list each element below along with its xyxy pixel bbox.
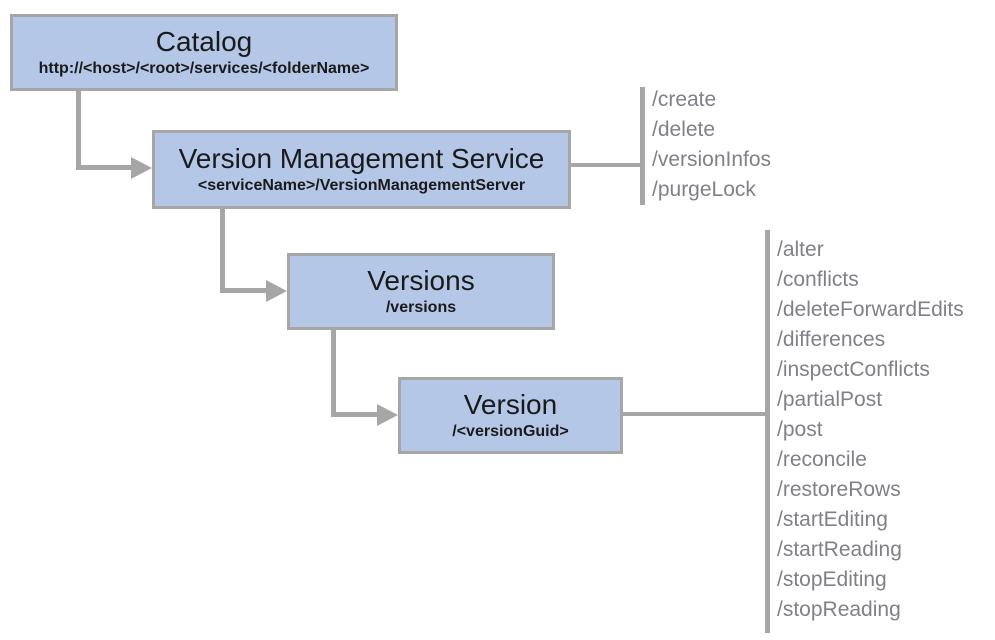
connector-version-operations [623, 412, 766, 416]
operation-item: /startReading [777, 538, 902, 561]
vms-operations-bar [640, 87, 645, 205]
connector-vms-versions-vertical [220, 209, 225, 293]
operation-item: /deleteForwardEdits [777, 298, 964, 321]
catalog-node: Catalog http://<host>/<root>/services/<f… [10, 14, 398, 91]
operation-item: /startEditing [777, 508, 888, 531]
catalog-title: Catalog [155, 26, 253, 58]
version-operations-list: /alter/conflicts/deleteForwardEdits/diff… [777, 235, 964, 625]
operation-item: /inspectConflicts [777, 358, 930, 381]
operation-item: /delete [652, 118, 716, 141]
arrowhead-into-version [377, 404, 398, 426]
version-node: Version /<versionGuid> [398, 377, 623, 454]
arrowhead-into-vms [131, 157, 152, 179]
vms-url: <serviceName>/VersionManagementServer [197, 176, 526, 194]
connector-vms-operations [571, 163, 641, 167]
connector-versions-version-horizontal [331, 412, 379, 417]
version-operations-bar [765, 230, 770, 633]
operation-item: /stopReading [777, 598, 901, 621]
operation-item: /differences [777, 328, 886, 351]
operation-item: /versionInfos [652, 148, 772, 171]
operation-item: /restoreRows [777, 478, 901, 501]
arrowhead-into-versions [266, 280, 287, 302]
operation-item: /stopEditing [777, 568, 887, 591]
versions-node: Versions /versions [287, 253, 555, 330]
operation-item: /conflicts [777, 268, 859, 291]
versions-url: /versions [385, 298, 457, 316]
vms-operations-list: /create/delete/versionInfos/purgeLock [652, 85, 771, 205]
operation-item: /reconcile [777, 448, 867, 471]
operation-item: /alter [777, 238, 824, 261]
version-url: /<versionGuid> [452, 422, 569, 440]
vms-title: Version Management Service [178, 143, 545, 175]
connector-catalog-vms-horizontal [76, 165, 133, 170]
connector-catalog-vms-vertical [76, 91, 81, 170]
operation-item: /create [652, 88, 717, 111]
version-management-service-node: Version Management Service <serviceName>… [152, 130, 571, 209]
operation-item: /post [777, 418, 823, 441]
operation-item: /partialPost [777, 388, 883, 411]
version-title: Version [463, 389, 558, 421]
catalog-url: http://<host>/<root>/services/<folderNam… [38, 59, 370, 77]
versions-title: Versions [367, 265, 475, 297]
connector-versions-version-vertical [331, 330, 336, 417]
connector-vms-versions-horizontal [220, 288, 268, 293]
operation-item: /purgeLock [652, 178, 756, 201]
